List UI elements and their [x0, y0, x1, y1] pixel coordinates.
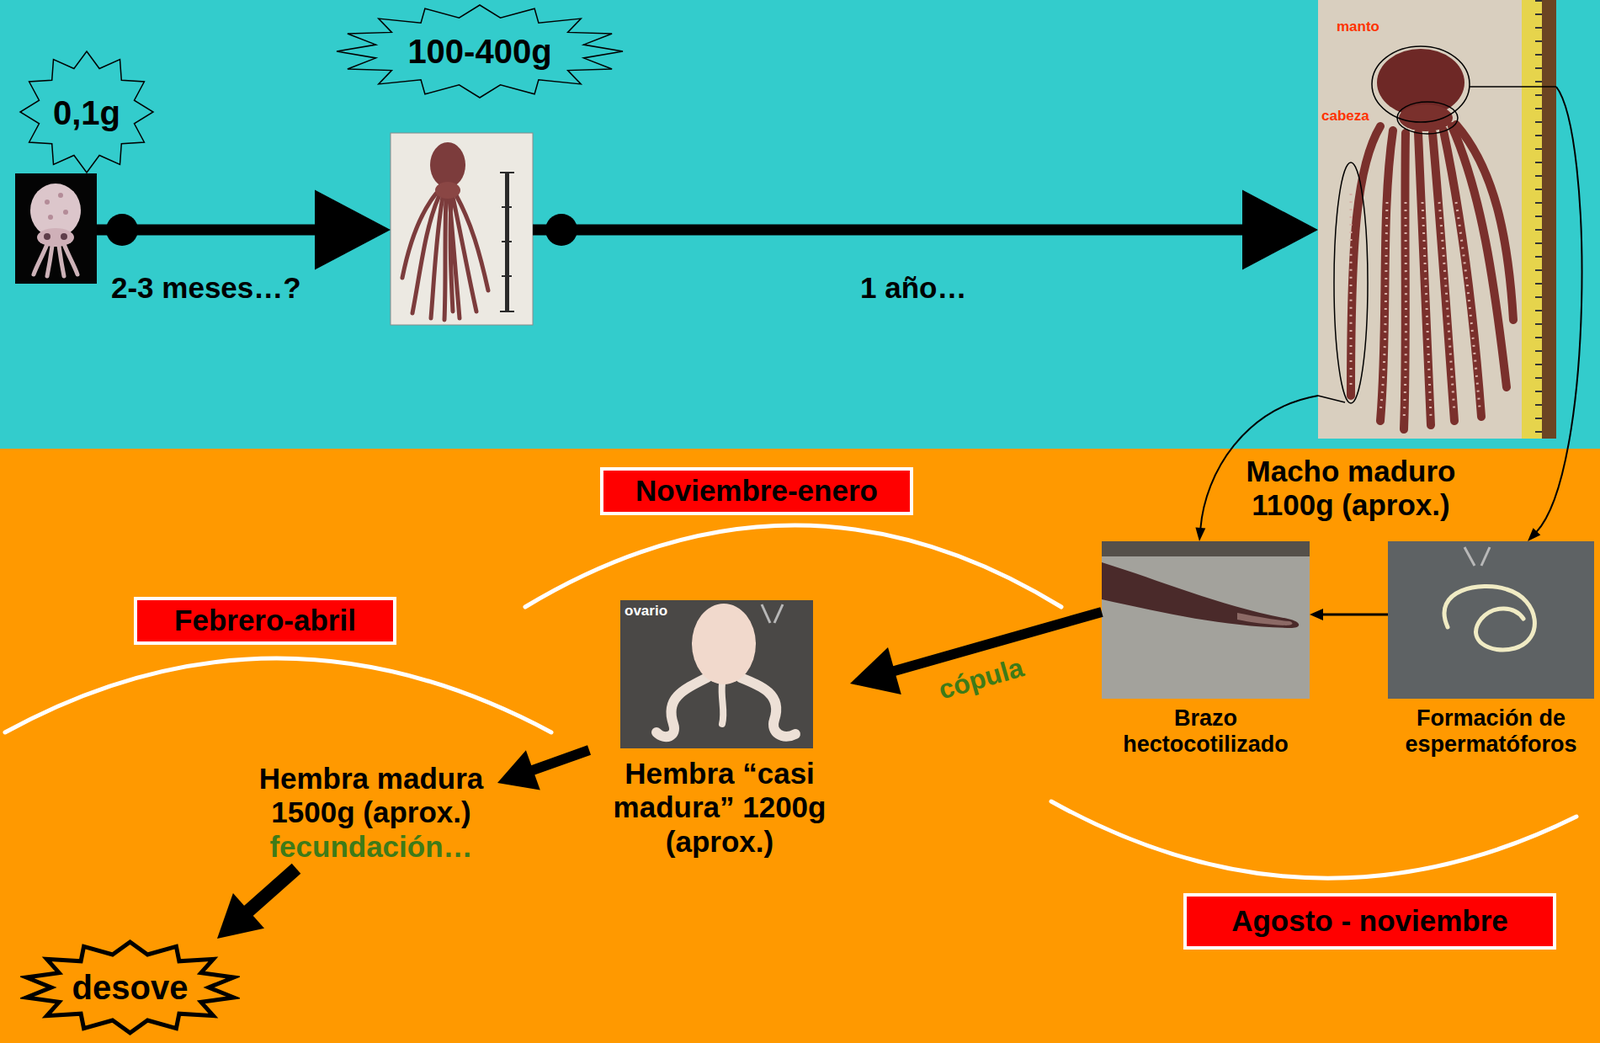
starburst-label: 0,1g [20, 51, 154, 174]
starburst-label: 100-400g [336, 5, 623, 98]
connector-arrow [497, 749, 590, 790]
start-dot [545, 213, 578, 246]
connector-arrow [532, 190, 1319, 271]
spawn-starburst: desove [20, 938, 240, 1037]
leader-line [1318, 395, 1345, 403]
event-label: fecundación… [244, 829, 498, 864]
part-label: manto [1336, 18, 1380, 36]
part-label-holder: cabeza [1321, 107, 1370, 125]
weight-label: 100-400g [407, 31, 552, 71]
juvenile-photo [390, 132, 533, 325]
connector-line [248, 868, 297, 912]
photo-node: Formación de espermatóforos [1387, 541, 1595, 758]
weight-starburst [336, 5, 623, 98]
season-arc [5, 658, 552, 733]
arrow-head [314, 190, 391, 271]
arrow-head [217, 893, 265, 939]
ovary-photo [620, 600, 814, 749]
season-label: Noviembre-enero [635, 473, 878, 508]
photo-node: ovarioHembra “casi madura” 1200g (aprox.… [589, 600, 851, 859]
lower-band [0, 448, 1600, 1043]
arrow-head [1195, 527, 1206, 542]
organ-label: ovario [624, 602, 668, 620]
edge-label: 1 año… [860, 271, 967, 305]
edge-label-holder: cópula [934, 651, 1026, 706]
arrow-head [1242, 190, 1319, 271]
photo-caption: Brazo hectocotilizado [1101, 705, 1310, 758]
edge-label-holder: 1 año… [860, 271, 967, 305]
weight-starburst [20, 51, 154, 173]
arrow-head [1527, 527, 1541, 542]
start-dot [106, 213, 139, 246]
season-label: Febrero-abril [174, 603, 357, 638]
season-arc [525, 525, 1062, 607]
connector-arrow [96, 190, 391, 271]
hatchling-photo [15, 173, 97, 284]
upper-band [0, 0, 1600, 449]
edge-label: cópula [934, 651, 1026, 706]
season-box: Agosto - noviembre [1183, 893, 1557, 950]
photo-node: Brazo hectocotilizado [1101, 541, 1310, 758]
photo-node: manto cabeza [1318, 0, 1557, 439]
photo-node: 0,1g [15, 173, 97, 284]
connector-line [1322, 613, 1388, 617]
photo-node: 100-400g [390, 132, 533, 325]
connector-arrow [1527, 86, 1583, 542]
weight-note: Macho maduro 1100g (aprox.) [1228, 454, 1473, 523]
edge-label: 2-3 meses…? [111, 271, 302, 305]
adult-photo [1318, 0, 1557, 439]
part-label: cabeza [1321, 107, 1370, 125]
connector-line [532, 224, 1244, 236]
connector-arrow [217, 868, 297, 939]
edge-label-holder: 2-3 meses…? [111, 271, 302, 305]
season-box: Noviembre-enero [600, 467, 914, 516]
leader-line [1469, 85, 1557, 88]
part-label-holder: manto [1336, 18, 1380, 36]
organ-label-holder: ovario [624, 602, 668, 620]
stage-text: Hembra madura 1500g (aprox.)fecundación… [244, 761, 498, 869]
weight-note-holder: Macho maduro 1100g (aprox.) [1228, 454, 1473, 523]
arm-photo [1101, 541, 1310, 699]
arrow-head [497, 749, 541, 790]
stage-caption: Hembra madura 1500g (aprox.) [244, 761, 498, 830]
spermatophore-photo [1387, 541, 1595, 699]
starburst-shape [26, 941, 234, 1033]
arrow-head [850, 647, 902, 695]
connector-line [1536, 86, 1582, 532]
weight-label: 0,1g [53, 93, 121, 133]
season-arc [1051, 801, 1577, 878]
stage-caption: Hembra “casi madura” 1200g (aprox.) [589, 756, 851, 859]
connector-arrow [1309, 608, 1388, 621]
season-label: Agosto - noviembre [1231, 903, 1509, 938]
arrow-head [1309, 608, 1324, 621]
season-box: Febrero-abril [133, 596, 397, 645]
season-arcs [5, 525, 1577, 878]
photo-caption: Formación de espermatóforos [1387, 705, 1595, 758]
spawn-label: desove [72, 967, 189, 1007]
connector-line [531, 749, 590, 771]
